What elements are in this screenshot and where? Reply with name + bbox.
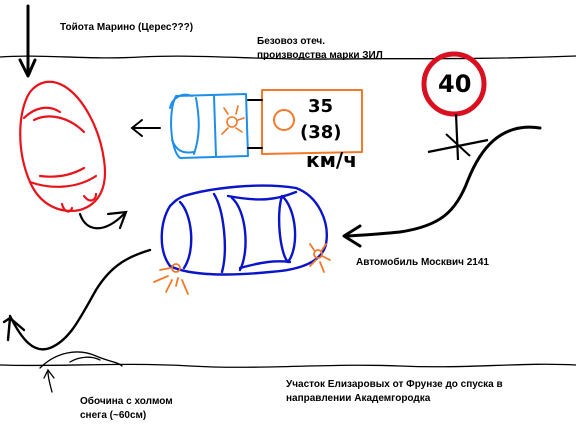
zil-cab — [169, 93, 249, 159]
truck-speed-value: 35 — [308, 96, 334, 117]
zil-direction-arrow — [130, 119, 161, 137]
speed-limit-sign — [421, 51, 489, 161]
toyota-approach-arrow — [18, 4, 37, 78]
label-shoulder-line2: снега (~60см) — [80, 410, 147, 421]
moskvich-hazard-lights — [153, 243, 331, 295]
road-edge-bottom — [0, 363, 576, 368]
zil-cargo-body — [247, 89, 363, 155]
toyota-car — [19, 80, 106, 213]
label-section-line2: направлении Академгородка — [286, 393, 431, 404]
label-moskvich: Автомобиль Москвич 2141 — [356, 257, 489, 268]
toyota-swerve-arrow — [78, 210, 128, 230]
truck-speed-alt-value: (38) — [300, 122, 342, 143]
road-edge-top — [0, 55, 576, 60]
speed-limit-value: 40 — [438, 70, 472, 98]
label-section-line1: Участок Елизаровых от Фрунзе до спуска в — [286, 379, 503, 390]
truck-speed-unit: км/ч — [306, 148, 357, 172]
label-toyota: Тойота Марино (Церес???) — [60, 22, 194, 33]
moskvich-trajectory — [2, 248, 152, 351]
label-shoulder-line1: Обочина с холмом — [80, 396, 173, 407]
label-zil-line2: производства марки ЗИЛ — [257, 50, 383, 61]
label-zil-line1: Безовоз отеч. — [257, 36, 325, 47]
moskvich-car — [160, 184, 328, 276]
snow-mound — [39, 351, 123, 369]
moskvich-approach-arrow — [342, 125, 542, 248]
zil-hazard-lights — [221, 105, 245, 135]
shoulder-pointer-arrow — [43, 368, 55, 393]
